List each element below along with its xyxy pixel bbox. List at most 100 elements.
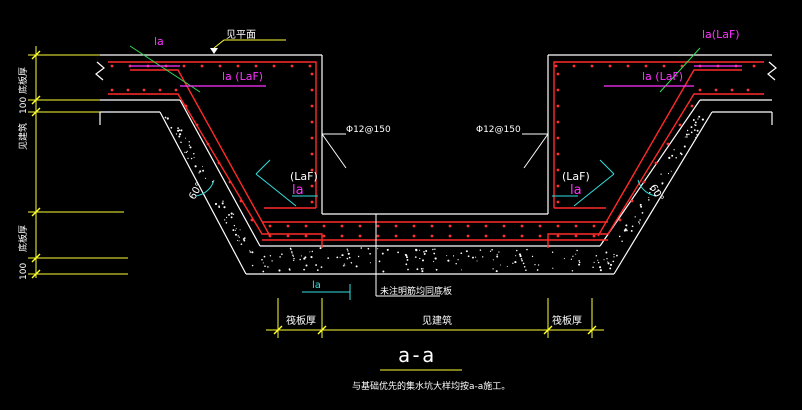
hatch-speck	[178, 135, 181, 138]
hatch-speck	[434, 248, 436, 250]
hatch-speck	[572, 255, 574, 257]
hatch-speck	[491, 249, 493, 251]
rebar-dot	[520, 224, 524, 228]
hatch-speck	[238, 236, 240, 238]
anchor-leaders-cyan	[255, 159, 615, 300]
hatch-speck	[180, 141, 182, 143]
hatch-speck	[518, 253, 522, 256]
hatch-speck	[177, 127, 179, 129]
rebar-dot	[654, 161, 658, 165]
rebar-dot	[608, 64, 612, 68]
concrete-outline	[95, 54, 777, 275]
rebar-dot	[286, 224, 290, 228]
hatch-speck	[516, 249, 518, 252]
hatch-speck	[578, 259, 580, 262]
hatch-speck	[482, 256, 484, 258]
hatch-speck	[355, 265, 358, 268]
hatch-speck	[180, 129, 183, 132]
hatch-speck	[693, 129, 696, 131]
hatch-speck	[609, 267, 612, 270]
hatch-speck	[311, 250, 313, 253]
hatch-speck	[377, 248, 379, 250]
rebar-dot	[678, 123, 682, 127]
hatch-speck	[289, 269, 291, 271]
hatch-speck	[685, 133, 688, 136]
hatch-speck	[249, 251, 252, 253]
rebar-dot	[254, 64, 258, 68]
hatch-speck	[189, 146, 192, 149]
hatch-speck	[649, 191, 651, 194]
dim-left-slab: 底板厚	[17, 67, 29, 94]
rebar-dot	[322, 234, 326, 238]
hatch-speck	[193, 153, 195, 155]
hatch-speck	[496, 255, 499, 258]
hatch-speck	[630, 229, 633, 232]
hatch-speck	[634, 216, 636, 218]
hatch-speck	[606, 258, 608, 260]
hatch-speck	[695, 136, 697, 138]
rebar-dot	[642, 180, 646, 184]
rebar-dot	[310, 104, 314, 108]
hatch-speck	[214, 202, 218, 206]
hatch-speck	[641, 212, 644, 214]
hatch-speck	[194, 165, 197, 168]
hatch-speck	[638, 221, 640, 223]
hatch-speck	[446, 255, 448, 257]
rebar-dot	[556, 136, 560, 140]
hatch-speck	[670, 170, 672, 172]
hatch-speck	[288, 268, 291, 270]
hatch-speck	[419, 257, 421, 260]
hatch-speck	[435, 268, 438, 271]
rebar-dot	[218, 64, 222, 68]
hatch-speck	[638, 223, 641, 225]
rebar-dot	[250, 218, 254, 222]
hatch-speck	[433, 260, 435, 263]
rebar-dot	[158, 88, 162, 92]
hatch-speck	[616, 254, 618, 257]
hatch-speck	[225, 222, 228, 224]
hatch-speck	[327, 257, 330, 259]
hatch-speck	[222, 200, 224, 202]
hatch-speck	[552, 267, 554, 269]
hatch-speck	[531, 255, 534, 258]
hatch-speck	[698, 115, 701, 118]
hatch-speck	[264, 265, 266, 267]
hatch-speck	[612, 260, 615, 263]
hatch-speck	[319, 247, 322, 250]
hatch-speck	[421, 270, 424, 273]
hatch-speck	[536, 269, 539, 271]
dim-bottom-right: 筏板厚	[552, 314, 582, 327]
rebar-dot	[310, 120, 314, 124]
rebar-dot	[310, 136, 314, 140]
hatch-speck	[230, 216, 233, 219]
laf-label-right: (LaF)	[562, 170, 590, 183]
rebar-dot	[272, 64, 276, 68]
hatch-speck	[357, 255, 360, 258]
rebar-dot	[626, 64, 630, 68]
hatch-speck	[475, 256, 477, 258]
hatch-speck	[696, 134, 698, 136]
hatch-speck	[177, 129, 180, 132]
hatch-speck	[690, 131, 693, 134]
rebar-dot	[174, 88, 178, 92]
hatch-speck	[343, 263, 345, 265]
hatch-speck	[347, 252, 350, 255]
hatch-speck	[381, 252, 384, 255]
rebar-dot	[268, 224, 272, 228]
rebar-dot	[572, 64, 576, 68]
hatch-speck	[263, 255, 266, 258]
hatch-speck	[492, 268, 494, 270]
rebar-dot	[644, 64, 648, 68]
hatch-speck	[607, 261, 609, 263]
hatch-speck	[668, 156, 671, 159]
hatch-speck	[367, 247, 370, 250]
rebar-dot	[730, 88, 734, 92]
hatch-speck	[406, 258, 409, 261]
hatch-speck	[310, 256, 313, 259]
rebar-dot	[574, 224, 578, 228]
rebar-dot	[412, 234, 416, 238]
hatch-speck	[344, 265, 346, 267]
hatch-speck	[202, 169, 205, 172]
rebar-dot	[502, 224, 506, 228]
